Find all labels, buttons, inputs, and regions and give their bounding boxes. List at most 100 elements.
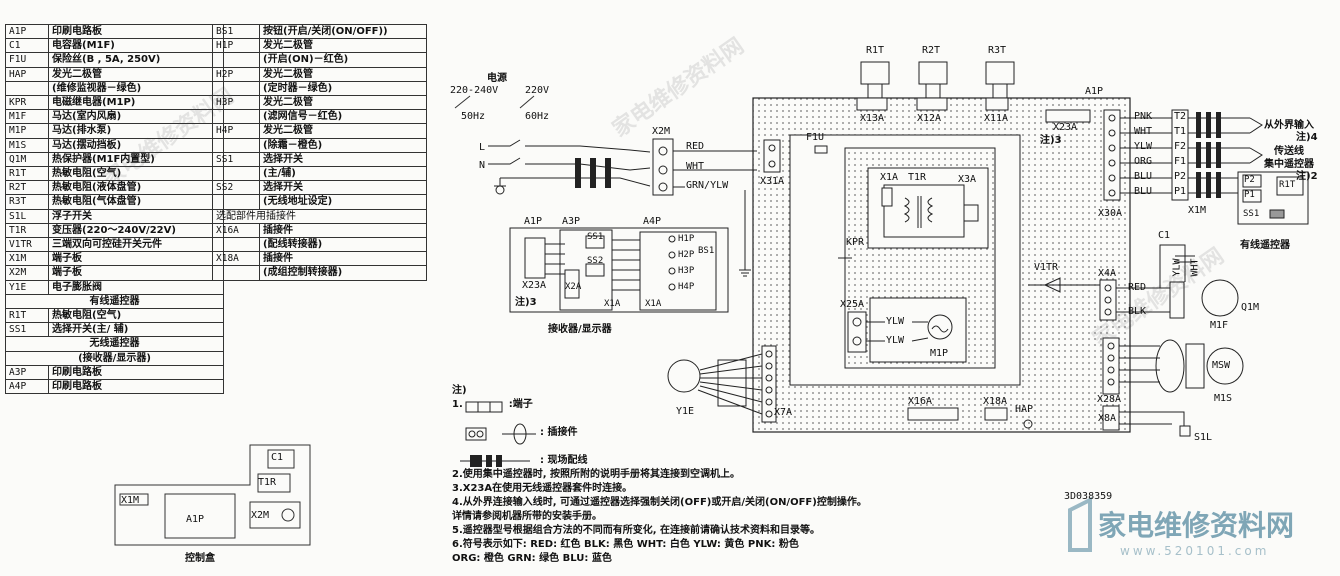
legend-desc: 变压器(220～240V/22V) [48, 222, 224, 239]
note2: 注)2 [1296, 171, 1318, 182]
p2-label: P2 [1244, 175, 1255, 185]
power-v1: 220-240V [450, 85, 499, 96]
wire-grn: GRN/YLW [686, 180, 729, 191]
rx-a1p: A1P [524, 216, 543, 227]
legend-row: 有线遥控器 [5, 293, 224, 310]
tc1: WHT [1134, 126, 1153, 137]
ext-input-label: 从外界输入 [1264, 120, 1314, 131]
power-f1: 50Hz [461, 111, 486, 122]
legend-desc: 印刷电路板 [48, 379, 224, 395]
note-line: 5.遥控器型号根据组合方法的不同而有所变化, 在连接前请确认技术资料和目录等。 [452, 525, 821, 536]
v1tr-label: V1TR [1034, 262, 1059, 273]
x11a-label: X11A [984, 113, 1009, 124]
x28a-label: X28A [1097, 394, 1122, 405]
rx-h1p: H1P [678, 234, 695, 244]
wired-remote-label: 有线遥控器 [1240, 240, 1290, 251]
note-1c: : 现场配线 [540, 455, 588, 466]
notes-block: 注) 1.:端子 : 插接件 : 现场配线 2.使用集中遥控器时, 按照所附的说… [452, 384, 867, 566]
note-line: 3.X23A在使用无线遥控器套件时连接。 [452, 483, 633, 494]
rx-h2p: H2P [678, 250, 695, 260]
legend-row: (除霜－橙色) [212, 137, 427, 153]
q1m-label: Q1M [1241, 302, 1260, 313]
legend-desc: (定时器－绿色) [259, 80, 427, 97]
t5: P1 [1174, 186, 1187, 197]
r2t-label: R2T [922, 45, 941, 56]
m1s-label: M1S [1214, 393, 1233, 404]
legend-code: X16A [212, 222, 260, 239]
t3: F1 [1174, 156, 1187, 167]
ss1-box-label: SS1 [1243, 209, 1260, 219]
tc4: BLU [1134, 171, 1153, 182]
wire-red: RED [686, 141, 705, 152]
trans-label: 传送线 [1274, 146, 1304, 157]
x8a-label: X8A [1098, 413, 1117, 424]
legend-section-title: 有线遥控器 [5, 293, 224, 310]
p1-label: P1 [1244, 190, 1255, 200]
r1t-label: R1T [866, 45, 885, 56]
legend-desc: 三端双向可控硅开关元件 [48, 237, 224, 253]
note-line: 2.使用集中遥控器时, 按照所附的说明手册将其连接到空调机上。 [452, 469, 741, 480]
t1: T1 [1174, 126, 1187, 137]
x3a-label: X3A [958, 174, 977, 185]
legend-desc: (开启(ON)－红色) [259, 52, 427, 68]
x23a-main-label: X23A [1053, 122, 1078, 133]
control-box-diagram [114, 444, 311, 546]
rx-bs1: BS1 [698, 246, 715, 256]
t2: F2 [1174, 141, 1187, 152]
wire-wht: WHT [686, 161, 705, 172]
legend-code: HAP [5, 66, 49, 82]
note-line: 6.符号表示如下: RED: 红色 BLK: 黑色 WHT: 白色 YLW: 黄… [452, 539, 799, 550]
m1f-label: M1F [1210, 320, 1229, 331]
cb-t1r: T1R [258, 477, 277, 488]
cb-c1: C1 [271, 452, 284, 463]
x13a-label: X13A [860, 113, 885, 124]
notes-title: 注) [452, 385, 467, 396]
central-label: 集中遥控器 [1264, 159, 1314, 170]
tc3: ORG [1134, 156, 1153, 167]
rx-a3p: A3P [562, 216, 581, 227]
wht-c-label: WHT [1189, 258, 1201, 277]
rx-x23a: X23A [522, 280, 547, 291]
note-1b: : 插接件 [540, 427, 578, 438]
document-id: 3D038359 [1064, 491, 1113, 502]
note-line: 详情请参阅机器所带的安装手册。 [452, 511, 602, 522]
t1r-label: T1R [908, 172, 927, 183]
x7a-label: X7A [774, 407, 793, 418]
legend-desc: 发光二极管 [259, 95, 427, 111]
red2-label: RED [1128, 282, 1147, 293]
cb-x1m: X1M [121, 495, 140, 506]
hap-label: HAP [1015, 404, 1034, 415]
note-1a: :端子 [508, 399, 533, 410]
power-l: L [479, 142, 486, 153]
rx-note3: 注)3 [515, 297, 537, 308]
site-url: www.520101.com [1120, 544, 1270, 558]
x2m-label: X2M [652, 126, 671, 137]
note4: 注)4 [1296, 132, 1318, 143]
legend-desc: (成组控制转接器) [259, 265, 427, 281]
rx-h3p: H3P [678, 266, 695, 276]
power-f2: 60Hz [525, 111, 550, 122]
a1p-label: A1P [1085, 86, 1104, 97]
legend-desc: 热保护器(M1F内置型) [48, 151, 224, 168]
legend-row: (维修监视器－绿色) [5, 80, 224, 97]
t4: P2 [1174, 171, 1187, 182]
rx-ss1: SS1 [587, 232, 604, 242]
legend-row: (配线转接器) [212, 237, 427, 253]
rx-a4p: A4P [643, 216, 662, 227]
control-box-title: 控制盒 [185, 553, 215, 564]
x16a-label: X16A [908, 396, 933, 407]
x30a-label: X30A [1098, 208, 1123, 219]
tc0: PNK [1134, 111, 1153, 122]
power-label: 电源 [487, 73, 507, 84]
legend-row: (定时器－绿色) [212, 80, 427, 97]
power-v2: 220V [525, 85, 550, 96]
